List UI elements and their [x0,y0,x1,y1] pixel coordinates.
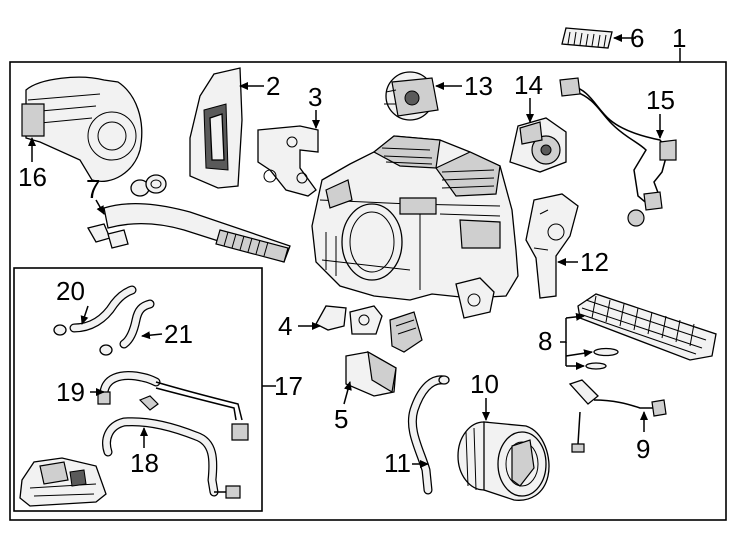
sub-frame-17 [13,267,263,512]
part-13-actuator[interactable] [384,71,439,121]
callout-7: 7 [86,174,100,204]
part-2-side-panel[interactable] [189,67,243,189]
callout-1: 1 [672,23,686,53]
part-15-wiring-harness[interactable] [559,77,677,227]
part-18-heater-pipe[interactable] [102,395,241,499]
part-11-drain-hose[interactable] [407,375,450,495]
callout-16: 16 [18,162,47,192]
callout-3: 3 [308,82,322,112]
part-10-blower-motor[interactable] [457,421,550,501]
callout-8: 8 [538,326,552,356]
part-8-evaporator-core[interactable] [577,293,717,370]
leader-lines [28,34,664,468]
callout-15: 15 [646,85,675,115]
part-7-drain-duct[interactable] [87,202,291,263]
part-21-heater-hose[interactable] [99,299,155,356]
callout-20: 20 [56,276,85,306]
part-16-blower-housing[interactable] [21,76,143,182]
part-3-bracket[interactable] [257,125,319,197]
grommets[interactable] [130,174,167,197]
callout-11: 11 [384,448,411,478]
part-14-actuator-motor[interactable] [509,117,567,173]
callout-13: 13 [464,71,493,101]
callout-9: 9 [636,434,650,464]
part-4-brackets[interactable] [315,305,423,353]
hvac-module[interactable] [311,135,519,319]
part-20-heater-hose[interactable] [53,285,137,336]
part-6-vent-grille[interactable] [561,27,613,49]
part-9-sensor[interactable] [568,379,667,453]
callout-4: 4 [278,311,292,341]
callout-6: 6 [630,23,644,53]
part-19-heater-line[interactable] [97,371,249,441]
callout-17: 17 [274,371,303,401]
part-5-shroud[interactable] [345,350,397,397]
main-frame [9,61,727,521]
callout-19: 19 [56,377,85,407]
callout-2: 2 [266,71,280,101]
callout-labels: 1 2 3 4 5 6 7 8 9 10 11 12 13 14 15 16 1… [18,23,686,478]
callout-14: 14 [514,70,543,100]
callout-10: 10 [470,369,499,399]
callout-21: 21 [164,319,193,349]
callout-12: 12 [580,247,609,277]
callout-18: 18 [130,448,159,478]
part-17-heater-core-assembly[interactable] [19,457,107,507]
callout-5: 5 [334,404,348,434]
part-12-side-cover[interactable] [525,193,579,299]
